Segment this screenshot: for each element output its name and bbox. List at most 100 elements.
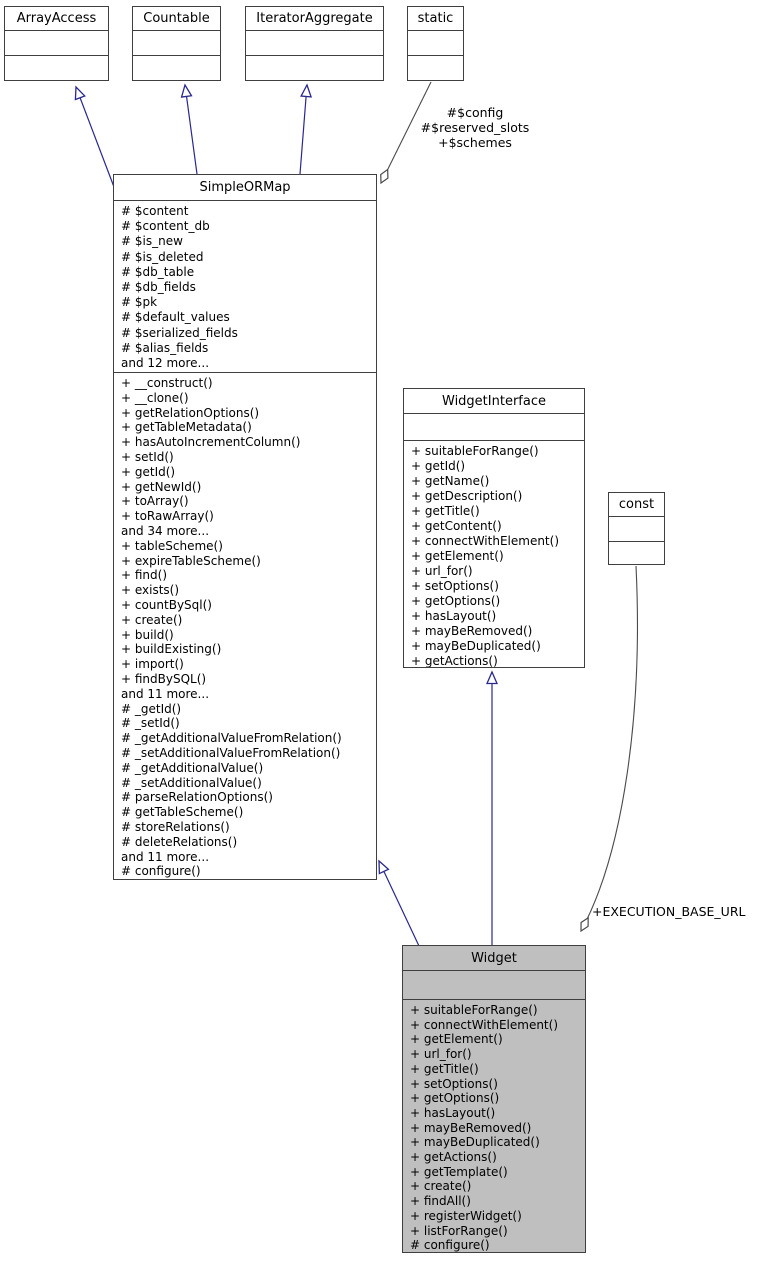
member-line: # deleteRelations() xyxy=(121,834,238,849)
member-line: and 12 more... xyxy=(121,356,210,371)
member-line: # $content xyxy=(121,204,189,218)
member-line: + countBySql() xyxy=(121,597,212,612)
member-line: + setOptions() xyxy=(411,579,499,593)
methods-compartment xyxy=(609,542,664,564)
attributes-compartment xyxy=(133,31,220,56)
member-line: + getId() xyxy=(121,464,176,479)
class-box-arrayaccess[interactable]: ArrayAccess xyxy=(4,6,109,81)
member-line: + mayBeDuplicated() xyxy=(411,639,541,653)
edge-label-const-member: +EXECUTION_BASE_URL xyxy=(592,904,746,919)
member-line: + getName() xyxy=(411,474,490,488)
methods-compartment: + suitableForRange()+ connectWithElement… xyxy=(403,1000,585,1252)
methods-compartment xyxy=(133,56,220,80)
member-line: + getRelationOptions() xyxy=(121,405,260,420)
member-line: + getTableMetadata() xyxy=(121,420,252,435)
edge-widget-simpleormap xyxy=(379,861,420,947)
member-line: + url_for() xyxy=(411,564,473,578)
class-box-countable[interactable]: Countable xyxy=(132,6,221,81)
member-line: # $is_new xyxy=(121,234,183,249)
member-line: # $content_db xyxy=(121,219,210,234)
member-line: #$reserved_slots xyxy=(420,120,530,135)
member-line: + toRawArray() xyxy=(121,509,214,524)
member-line: + expireTableScheme() xyxy=(121,553,261,568)
member-line: # storeRelations() xyxy=(121,819,230,834)
member-line: # $default_values xyxy=(121,310,230,325)
class-box-const[interactable]: const xyxy=(608,492,665,565)
class-box-iteratoraggregate[interactable]: IteratorAggregate xyxy=(245,6,384,81)
member-line: # $pk xyxy=(121,295,158,310)
member-line: + getTemplate() xyxy=(410,1164,508,1179)
attributes-compartment xyxy=(609,517,664,542)
member-line: # parseRelationOptions() xyxy=(121,790,273,805)
member-line: # _getId() xyxy=(121,701,182,716)
member-line: # _getAdditionalValueFromRelation() xyxy=(121,731,342,746)
member-line: + getContent() xyxy=(411,519,502,533)
member-line: + mayBeDuplicated() xyxy=(410,1135,540,1150)
member-line: + getActions() xyxy=(411,654,498,667)
edge-simpleormap-iteratoraggregate xyxy=(299,85,307,175)
member-line: + mayBeRemoved() xyxy=(411,624,533,638)
member-line: # $serialized_fields xyxy=(121,325,238,340)
class-title: SimpleORMap xyxy=(114,175,376,201)
class-title: static xyxy=(408,7,463,31)
attributes-compartment xyxy=(5,31,108,56)
attributes-compartment xyxy=(403,971,585,1000)
methods-compartment xyxy=(5,56,108,80)
member-line: # _setId() xyxy=(121,716,180,731)
member-line: + getTitle() xyxy=(411,504,480,518)
member-line: + setOptions() xyxy=(410,1076,498,1091)
attributes-compartment: # $content# $content_db# $is_new# $is_de… xyxy=(114,201,376,373)
member-line: + create() xyxy=(121,612,183,627)
member-line: + exists() xyxy=(121,583,180,598)
member-line: + __clone() xyxy=(121,390,189,405)
member-line: + getNewId() xyxy=(121,479,202,494)
edge-label-static-members: #$config#$reserved_slots+$schemes xyxy=(395,105,555,150)
member-line: + build() xyxy=(121,627,174,642)
attributes-compartment xyxy=(408,31,463,56)
member-line: # _getAdditionalValue() xyxy=(121,760,264,775)
member-line: # $db_table xyxy=(121,264,195,279)
member-line: + getElement() xyxy=(411,549,504,563)
member-line: + toArray() xyxy=(121,494,189,509)
member-line: + getId() xyxy=(411,459,466,473)
member-line: + find() xyxy=(121,568,168,583)
member-line: # $is_deleted xyxy=(121,249,204,264)
member-line: and 11 more... xyxy=(121,849,210,864)
member-line: + connectWithElement() xyxy=(410,1017,558,1032)
class-title: const xyxy=(609,493,664,517)
class-title: ArrayAccess xyxy=(5,7,108,31)
member-line: and 11 more... xyxy=(121,686,210,701)
methods-compartment: + __construct()+ __clone()+ getRelationO… xyxy=(114,373,376,879)
attributes-compartment xyxy=(404,414,584,441)
member-line: #$config xyxy=(446,105,504,120)
class-box-static[interactable]: static xyxy=(407,6,464,81)
member-line: + findBySQL() xyxy=(121,671,207,686)
member-line: # $alias_fields xyxy=(121,340,209,355)
member-line: + registerWidget() xyxy=(410,1208,522,1223)
member-line: # $db_fields xyxy=(121,280,196,295)
class-box-widget[interactable]: Widget + suitableForRange()+ connectWith… xyxy=(402,945,586,1253)
edge-simpleormap-countable xyxy=(185,85,198,175)
edge-simpleormap-arrayaccess xyxy=(76,87,115,188)
edge-const-widget xyxy=(580,565,638,933)
member-line: + getActions() xyxy=(410,1150,497,1165)
member-line: + getOptions() xyxy=(410,1091,500,1106)
class-title: Widget xyxy=(403,946,585,971)
methods-compartment: + suitableForRange()+ getId()+ getName()… xyxy=(404,441,584,667)
member-line: + listForRange() xyxy=(410,1223,508,1238)
member-line: + create() xyxy=(410,1179,472,1194)
member-line: + mayBeRemoved() xyxy=(410,1120,532,1135)
member-line: + hasLayout() xyxy=(410,1105,496,1120)
class-box-widgetinterface[interactable]: WidgetInterface + suitableForRange()+ ge… xyxy=(403,388,585,668)
member-line: + url_for() xyxy=(410,1047,472,1062)
member-line: + getTitle() xyxy=(410,1061,479,1076)
class-title: IteratorAggregate xyxy=(246,7,383,31)
member-line: + getElement() xyxy=(410,1032,503,1047)
member-line: + getOptions() xyxy=(411,594,501,608)
member-line: + tableScheme() xyxy=(121,538,223,553)
member-line: + buildExisting() xyxy=(121,642,222,657)
member-line: and 34 more... xyxy=(121,523,210,538)
class-box-simpleormap[interactable]: SimpleORMap # $content# $content_db# $is… xyxy=(113,174,377,880)
member-line: + __construct() xyxy=(121,376,213,390)
